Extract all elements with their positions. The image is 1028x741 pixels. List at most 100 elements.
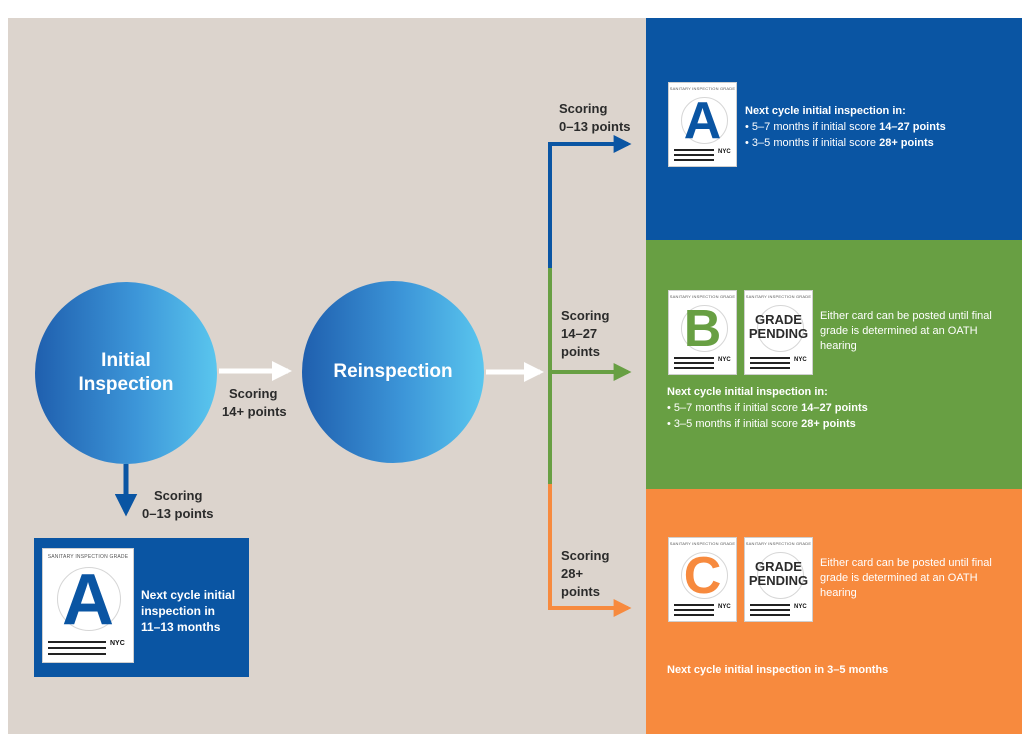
card-lines	[48, 653, 106, 655]
nyc-logo: NYC	[110, 640, 125, 647]
edge-label-line: points	[561, 584, 600, 599]
initial-label-line2: Inspection	[78, 374, 174, 395]
panel-a-bullet-1: • 5–7 months if initial score 14–27 poin…	[745, 119, 946, 135]
arrow-branch-to-a	[548, 135, 632, 268]
city-seal-icon	[57, 567, 121, 631]
grade-a-card: SANITARY INSPECTION GRADE A NYC	[668, 82, 737, 167]
card-title: SANITARY INSPECTION GRADE	[47, 554, 129, 560]
bullet-text: • 3–5 months if initial score	[667, 418, 802, 430]
pending-line: PENDING	[748, 573, 809, 588]
panel-a-heading: Next cycle initial inspection in:	[745, 105, 906, 117]
edge-label-initial-down: Scoring 0–13 points	[142, 487, 214, 523]
reinspection-node: Reinspection	[302, 281, 484, 463]
panel-a-text: Next cycle initial inspection in: • 5–7 …	[745, 103, 946, 151]
edge-label-line: 0–13 points	[142, 506, 214, 521]
panel-c-text: Next cycle initial inspection in 3–5 mon…	[667, 662, 888, 678]
panel-b-text: Next cycle initial inspection in: • 5–7 …	[667, 384, 868, 432]
edge-label-line: 28+	[561, 566, 584, 581]
panel-b-bullet-2: • 3–5 months if initial score 28+ points	[667, 416, 868, 432]
city-seal-icon	[757, 305, 804, 352]
edge-label-line: Scoring	[561, 548, 610, 563]
card-lines	[674, 362, 714, 364]
panel-c-either-note: Either card can be posted until final gr…	[820, 557, 992, 599]
card-title: SANITARY INSPECTION GRADE	[745, 541, 812, 546]
card-lines	[48, 647, 106, 649]
city-seal-icon	[681, 97, 728, 144]
pending-text: GRADE PENDING	[745, 560, 812, 588]
arrow-branch-to-c	[548, 484, 632, 617]
edge-label-to-a: Scoring 0–13 points	[559, 100, 631, 136]
card-lines	[674, 367, 714, 369]
pending-line: GRADE	[755, 559, 802, 574]
card-title: SANITARY INSPECTION GRADE	[669, 541, 736, 546]
card-lines	[674, 614, 714, 616]
card-lines	[750, 357, 790, 359]
bottom-panel-line: Next cycle initial	[141, 588, 236, 602]
grade-letter: B	[683, 300, 722, 358]
grade-pending-card-b: SANITARY INSPECTION GRADE GRADE PENDING …	[744, 290, 813, 375]
edge-label-to-b: Scoring 14–27 points	[561, 307, 609, 361]
edge-label-line: Scoring	[561, 308, 610, 323]
card-lines	[674, 604, 714, 606]
card-lines	[48, 641, 106, 643]
panel-b-heading: Next cycle initial inspection in:	[667, 386, 828, 398]
grade-letter: A	[683, 92, 722, 150]
city-seal-icon	[757, 552, 804, 599]
card-lines	[750, 367, 790, 369]
edge-label-line: Scoring	[559, 101, 608, 116]
bullet-bold: 14–27 points	[879, 121, 946, 133]
card-title: SANITARY INSPECTION GRADE	[745, 294, 812, 299]
panel-a-bullet-2: • 3–5 months if initial score 28+ points	[745, 135, 946, 151]
nyc-logo: NYC	[718, 357, 731, 363]
card-lines	[674, 609, 714, 611]
nyc-logo: NYC	[718, 149, 731, 155]
bullet-text: • 3–5 months if initial score	[745, 137, 880, 149]
initial-label-line1: Initial	[101, 350, 151, 371]
bullet-bold: 28+ points	[801, 418, 856, 430]
card-lines	[674, 357, 714, 359]
city-seal-icon	[681, 552, 728, 599]
grade-b-card: SANITARY INSPECTION GRADE B NYC	[668, 290, 737, 375]
grade-c-card: SANITARY INSPECTION GRADE C NYC	[668, 537, 737, 622]
reinspection-label: Reinspection	[333, 361, 453, 382]
panel-b-either-note: Either card can be posted until final gr…	[820, 310, 992, 352]
pending-line: PENDING	[748, 326, 809, 341]
card-title: SANITARY INSPECTION GRADE	[669, 86, 736, 91]
card-lines	[674, 159, 714, 161]
bottom-panel-line: inspection in	[141, 604, 216, 618]
card-title: SANITARY INSPECTION GRADE	[669, 294, 736, 299]
nyc-logo: NYC	[794, 604, 807, 610]
bullet-bold: 14–27 points	[801, 402, 868, 414]
card-lines	[750, 604, 790, 606]
pending-line: GRADE	[755, 312, 802, 327]
initial-grade-a-card: SANITARY INSPECTION GRADE A NYC	[42, 548, 134, 663]
bullet-bold: 28+ points	[879, 137, 934, 149]
card-lines	[750, 362, 790, 364]
grade-letter: A	[62, 560, 114, 640]
panel-c-heading: Next cycle initial inspection in 3–5 mon…	[667, 664, 889, 676]
edge-label-to-c: Scoring 28+ points	[561, 547, 609, 601]
initial-inspection-node: Initial Inspection	[35, 282, 217, 464]
edge-label-line: 0–13 points	[559, 119, 631, 134]
grade-letter: C	[683, 547, 722, 605]
card-lines	[750, 614, 790, 616]
bottom-panel-text: Next cycle initial inspection in 11–13 m…	[141, 587, 235, 635]
edge-label-line: points	[561, 344, 600, 359]
bottom-panel-line: 11–13 months	[141, 620, 221, 634]
pending-text: GRADE PENDING	[745, 313, 812, 341]
bullet-text: • 5–7 months if initial score	[667, 402, 802, 414]
card-lines	[674, 149, 714, 151]
bullet-text: • 5–7 months if initial score	[745, 121, 880, 133]
edge-label-line: 14+ points	[222, 404, 287, 419]
grade-pending-card-c: SANITARY INSPECTION GRADE GRADE PENDING …	[744, 537, 813, 622]
card-lines	[750, 609, 790, 611]
city-seal-icon	[681, 305, 728, 352]
edge-label-line: Scoring	[229, 386, 278, 401]
card-lines	[674, 154, 714, 156]
edge-label-line: 14–27	[561, 326, 598, 341]
nyc-logo: NYC	[794, 357, 807, 363]
edge-label-initial-to-reinspection: Scoring 14+ points	[222, 385, 287, 421]
edge-label-line: Scoring	[154, 488, 203, 503]
nyc-logo: NYC	[718, 604, 731, 610]
